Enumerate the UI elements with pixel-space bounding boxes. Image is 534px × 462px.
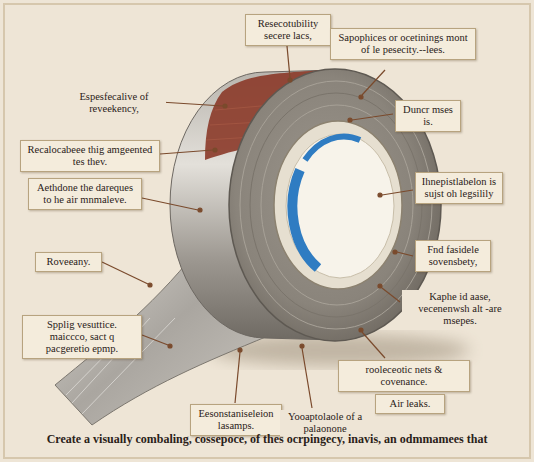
annotation-label: Espesfecalive of reveekency, [62, 90, 166, 116]
leader-lines-part [235, 352, 240, 403]
leader-lines-part [382, 190, 413, 195]
callout-text: Duncr mses is. [401, 104, 455, 128]
callout-text: Spplig vesuttice. maiccco, sact q pacger… [28, 319, 136, 355]
roll-face-part [286, 134, 394, 278]
leader-lines-part [160, 102, 223, 106]
callout-text: Eesonstaniseleion lasamps. [196, 408, 276, 432]
frame [4, 4, 530, 458]
callout-text: rooleceotic nets & covenance. [344, 364, 464, 388]
callout-box: Fnd fasidele sovensbety, [415, 240, 491, 272]
callout-box: Aethdone the dareques to he air mnmaleve… [28, 178, 142, 210]
callout-text: Recalocabeee thig amgeented tes thev. [26, 144, 154, 168]
leader-lines-part [359, 95, 363, 99]
callout-box: Air leaks. [375, 394, 445, 414]
roll-face-part [292, 170, 318, 268]
roll-face-part [305, 137, 360, 160]
leader-lines-part [378, 284, 382, 288]
frame-part [4, 4, 530, 458]
leader-lines-part [352, 114, 393, 120]
roll-face-part [274, 121, 402, 289]
callout-text: Aethdone the dareques to he air mnmaleve… [34, 182, 136, 206]
callout-box: Recalocabeee thig amgeented tes thev. [20, 140, 160, 172]
annotation-label: Kaphe id aase, vecenenwsh alt -are msepe… [402, 290, 518, 328]
caption: Create a visually combaling, cossepoce, … [4, 432, 530, 446]
callout-text: Ihnepistlabelon is sujst oh legsilily [421, 176, 497, 200]
leader-lines-part [302, 348, 312, 408]
callout-box: Ihnepistlabelon is sujst oh legsilily [415, 172, 503, 204]
leader-lines-part [378, 193, 382, 197]
leader-lines-part [160, 150, 213, 154]
leader-lines-part [223, 104, 227, 108]
leader-lines-part [102, 262, 148, 284]
callout-text: Roveeany. [41, 256, 96, 268]
leader-lines-part [288, 78, 292, 82]
callout-box: Roveeany. [35, 252, 102, 272]
leader-lines-part [142, 198, 198, 210]
callout-box: Spplig vesuttice. maiccco, sact q pacger… [22, 315, 142, 359]
leader-lines-part [287, 46, 290, 78]
callout-box: Eesonstaniseleion lasamps. [190, 404, 282, 436]
roll-face-part [261, 105, 413, 305]
leader-lines-part [300, 344, 304, 348]
leader-lines-part [348, 118, 352, 122]
callout-box: Resecotubility secere lacs, [245, 14, 331, 46]
callout-text: Sapophices or ocetinings mont of le pese… [336, 32, 470, 56]
leader-lines-part [168, 344, 172, 348]
callout-text: Fnd fasidele sovensbety, [421, 244, 485, 268]
callout-box: Duncr mses is. [395, 100, 461, 132]
leader-lines-part [362, 70, 385, 95]
leader-lines-part [382, 288, 400, 302]
leader-lines-part [362, 332, 385, 358]
leader-lines-part [142, 335, 168, 345]
leader-lines-part [397, 252, 413, 256]
leader-lines-part [359, 328, 363, 332]
leader-lines-part [238, 348, 242, 352]
callout-text: Air leaks. [381, 398, 439, 410]
callout-box: Sapophices or ocetinings mont of le pese… [330, 28, 476, 60]
callout-box: rooleceotic nets & covenance. [338, 360, 470, 392]
leader-lines-part [198, 208, 202, 212]
leader-lines-part [213, 148, 217, 152]
leader-lines-part [393, 250, 397, 254]
callout-text: Resecotubility secere lacs, [251, 18, 325, 42]
leader-lines-part [148, 283, 152, 287]
